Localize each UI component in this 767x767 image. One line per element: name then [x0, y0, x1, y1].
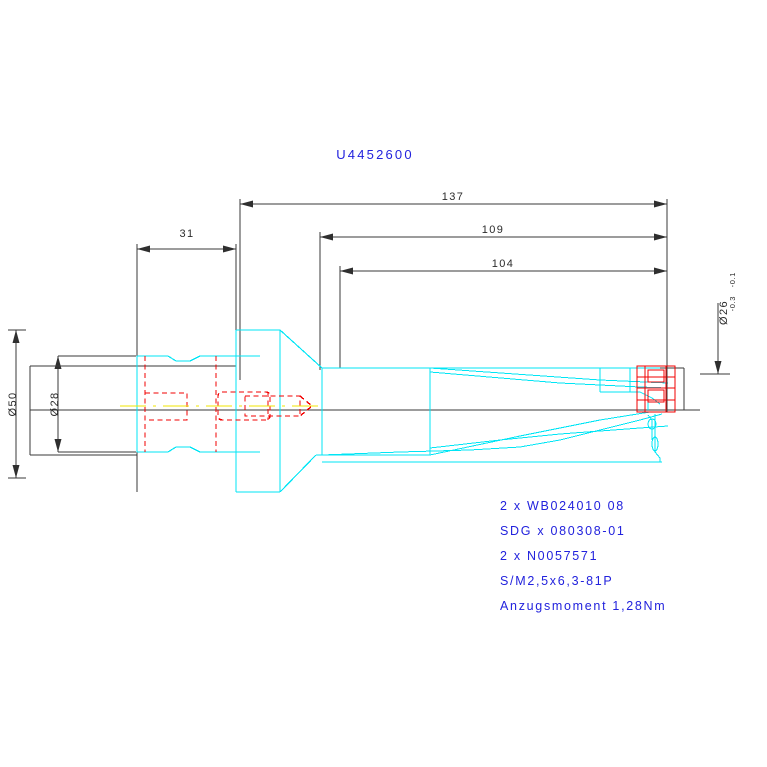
drawing-title: U4452600	[336, 147, 414, 162]
note-line-1: 2 x WB024010 08	[500, 499, 625, 513]
diameter-26-label: Ø26	[718, 300, 730, 325]
dimension-104: 104	[339, 258, 668, 372]
tool-silhouette-outline	[29, 329, 700, 492]
diameter-26-tolerance-lower: -0.1	[728, 272, 737, 287]
note-line-3: 2 x N0057571	[500, 549, 598, 563]
note-line-5: Anzugsmoment 1,28Nm	[500, 599, 666, 613]
note-line-2: SDG x 080308-01	[500, 524, 626, 538]
diameter-28-label: Ø28	[49, 392, 61, 417]
dimension-137-label: 137	[442, 191, 465, 203]
dimension-109-label: 109	[482, 224, 505, 236]
diameter-50-label: Ø50	[7, 392, 19, 417]
dimension-31-label: 31	[179, 228, 194, 240]
dimension-104-label: 104	[492, 258, 515, 270]
tip-boundary	[666, 368, 685, 412]
cutting-insert-pockets	[636, 365, 676, 413]
note-line-4: S/M2,5x6,3-81P	[500, 574, 613, 588]
notes-block: 2 x WB024010 08 SDG x 080308-01 2 x N005…	[500, 499, 666, 613]
diameter-26-tolerance-upper: -0.3	[728, 296, 737, 311]
diameter-28: Ø28	[49, 355, 136, 453]
diameter-50: Ø50	[7, 329, 26, 479]
diameter-26: Ø26 -0.3 -0.1	[700, 272, 737, 375]
internal-hidden-features	[144, 356, 314, 452]
tool-body-cyan	[136, 329, 669, 493]
dimension-137: 137	[239, 191, 668, 380]
dimension-109: 109	[319, 224, 668, 372]
